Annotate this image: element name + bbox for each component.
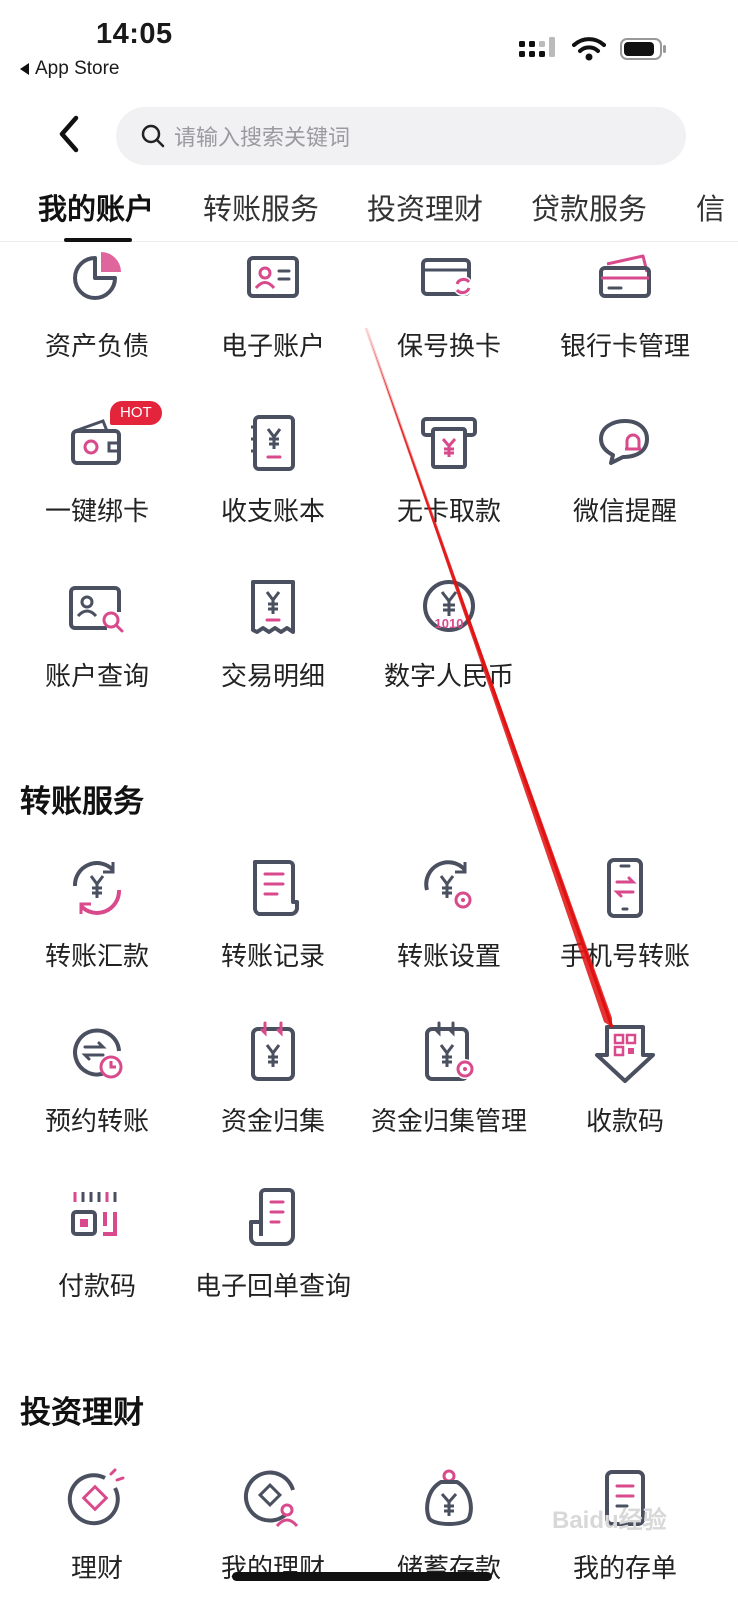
grid-item-label: 理财: [70, 1554, 123, 1584]
status-icons: [518, 36, 668, 62]
grid-item-transfer-record[interactable]: 转账记录: [185, 856, 361, 973]
grid-item-label: 银行卡管理: [559, 332, 690, 362]
grid-item-ledger[interactable]: 收支账本: [185, 411, 361, 528]
grid-item-keep-number[interactable]: 保号换卡: [361, 246, 537, 363]
grid-item-transfer-settings[interactable]: 转账设置: [361, 856, 537, 973]
grid-item-label: 资金归集: [220, 1107, 325, 1137]
grid-item-savings[interactable]: 储蓄存款: [361, 1468, 537, 1585]
wealth-icon: [67, 1468, 125, 1526]
fund-collect-icon: [251, 1021, 295, 1081]
account-search-icon: [69, 586, 124, 633]
e-receipt-icon: [249, 1188, 295, 1246]
grid-item-fund-collect[interactable]: 资金归集: [185, 1021, 361, 1138]
back-app-label: App Store: [35, 58, 120, 79]
grid-item-label: 一键绑卡: [44, 497, 149, 527]
pie-chart-icon: [73, 252, 121, 300]
grid-item-my-wealth[interactable]: 我的理财: [185, 1468, 361, 1585]
section-title-invest: 投资理财: [20, 1395, 144, 1431]
grid-item-label: 转账汇款: [44, 942, 149, 972]
grid-item-label: 收支账本: [220, 497, 325, 527]
grid-item-wealth[interactable]: 理财: [9, 1468, 185, 1585]
grid-item-label: 无卡取款: [396, 497, 501, 527]
grid-item-scheduled-transfer[interactable]: 预约转账: [9, 1021, 185, 1138]
back-to-app-store[interactable]: App Store: [20, 58, 120, 80]
cellular-signal-icon: [519, 37, 555, 57]
grid-item-bind-card[interactable]: 一键绑卡: [9, 411, 185, 528]
category-tabs: 我的账户 转账服务 投资理财 贷款服务 信: [0, 170, 738, 242]
transfer-cycle-icon: [72, 861, 122, 915]
card-swap-icon: [421, 258, 473, 296]
grid-item-assets[interactable]: 资产负债: [9, 246, 185, 363]
grid-item-label: 数字人民币: [383, 662, 514, 692]
grid-item-label: 交易明细: [220, 662, 325, 692]
grid-item-account-query[interactable]: 账户查询: [9, 576, 185, 693]
grid-item-label: 电子回单查询: [194, 1272, 351, 1302]
grid-item-transfer-remit[interactable]: 转账汇款: [9, 856, 185, 973]
grid-item-e-receipt[interactable]: 电子回单查询: [185, 1186, 361, 1303]
grid-item-digital-rmb[interactable]: 1010 数字人民币: [361, 576, 537, 693]
tab-my-account[interactable]: 我的账户: [38, 192, 155, 226]
grid-item-label: 账户查询: [44, 662, 149, 692]
grid-item-label: 电子账户: [220, 332, 325, 362]
record-scroll-icon: [253, 860, 299, 916]
section-title-transfer: 转账服务: [20, 784, 144, 820]
grid-item-label: 转账设置: [396, 942, 501, 972]
chat-bell-icon: [599, 419, 649, 465]
grid-item-label: 保号换卡: [396, 332, 501, 362]
grid-item-label: 转账记录: [220, 942, 325, 972]
battery-icon: [620, 38, 666, 60]
watermark: Baidu经验: [552, 1507, 667, 1534]
pay-code-icon: [71, 1192, 117, 1236]
grid-item-card-manage[interactable]: 银行卡管理: [537, 246, 713, 363]
deposit-slip-icon: [605, 1470, 645, 1526]
search-input[interactable]: 请输入搜索关键词: [116, 107, 686, 165]
id-card-icon: [247, 256, 299, 298]
grid-item-deposit-slip[interactable]: 我的存单: [537, 1468, 713, 1585]
home-indicator[interactable]: [232, 1572, 492, 1581]
active-tab-indicator: [64, 238, 132, 242]
tab-invest[interactable]: 投资理财: [367, 192, 484, 226]
grid-item-label: 资金归集管理: [370, 1107, 527, 1137]
grid-item-pay-code[interactable]: 付款码: [9, 1186, 185, 1303]
grid-item-e-account[interactable]: 电子账户: [185, 246, 361, 363]
tab-credit[interactable]: 信: [696, 192, 726, 226]
hot-badge: HOT: [110, 401, 162, 425]
wallet-gear-icon: [71, 419, 121, 465]
transfer-settings-icon: [424, 860, 472, 909]
grid-item-receive-code[interactable]: 收款码: [537, 1021, 713, 1138]
card-stack-icon: [599, 254, 651, 298]
receipt-icon: [251, 580, 295, 634]
grid-item-phone-transfer[interactable]: 手机号转账: [537, 856, 713, 973]
grid-item-fund-collect-manage[interactable]: 资金归集管理: [361, 1021, 537, 1138]
grid-item-cardless-withdraw[interactable]: 无卡取款: [361, 411, 537, 528]
ledger-icon: [251, 415, 295, 471]
grid-item-transaction-detail[interactable]: 交易明细: [185, 576, 361, 693]
grid-item-label: 资产负债: [44, 332, 149, 362]
tab-transfer[interactable]: 转账服务: [203, 192, 320, 226]
fund-collect-manage-icon: [425, 1021, 475, 1081]
my-wealth-icon: [243, 1470, 299, 1528]
status-time: 14:05: [96, 18, 173, 50]
grid-item-label: 我的存单: [572, 1554, 677, 1584]
atm-icon: [421, 417, 477, 469]
grid-item-label: 收款码: [585, 1107, 664, 1137]
tab-loan[interactable]: 贷款服务: [531, 192, 648, 226]
back-arrow-icon[interactable]: [50, 112, 90, 156]
grid-item-label: 微信提醒: [572, 497, 677, 527]
back-triangle-icon: [20, 63, 29, 75]
grid-item-label: 付款码: [57, 1272, 136, 1302]
receive-code-icon: [595, 1025, 655, 1083]
wifi-icon: [572, 37, 606, 61]
scheduled-transfer-icon: [73, 1028, 123, 1079]
search-placeholder: 请输入搜索关键词: [174, 126, 351, 151]
savings-bag-icon: [425, 1469, 473, 1526]
grid-item-label: 预约转账: [44, 1107, 149, 1137]
grid-item-wechat-reminder[interactable]: 微信提醒: [537, 411, 713, 528]
grid-item-label: 手机号转账: [559, 942, 690, 972]
digital-rmb-icon: 1010: [423, 580, 475, 632]
phone-transfer-icon: [607, 858, 643, 918]
search-icon: [141, 124, 165, 148]
svg-text:1010: 1010: [435, 616, 464, 631]
